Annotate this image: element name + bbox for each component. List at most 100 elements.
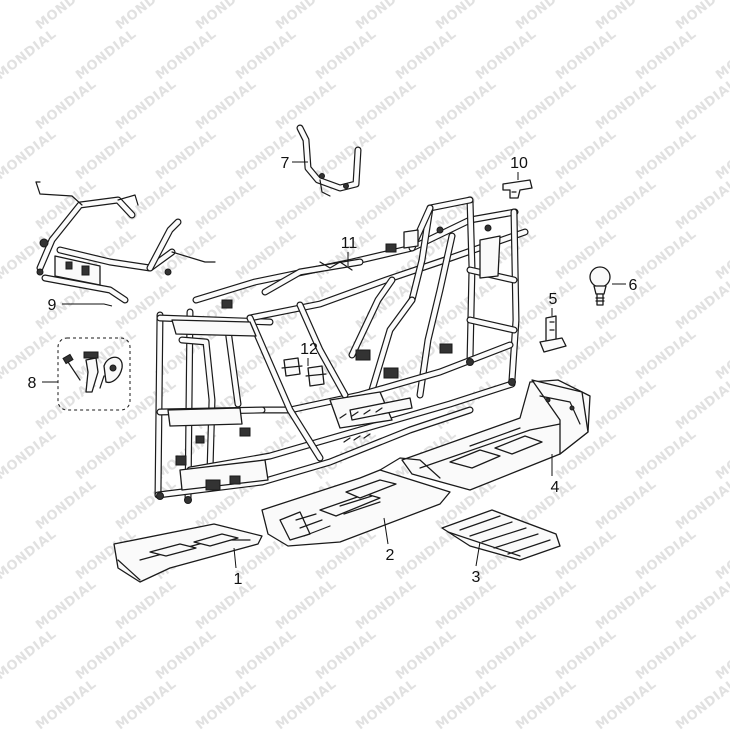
watermark-text: MONDIAL	[313, 27, 379, 83]
watermark-text: MONDIAL	[193, 77, 259, 133]
callout-1: 1	[234, 571, 243, 588]
watermark-text: MONDIAL	[633, 527, 699, 583]
part-4-rear-skid-plate	[401, 379, 591, 491]
watermark-text: MONDIAL	[233, 27, 299, 83]
watermark-text: MONDIAL	[353, 577, 419, 633]
watermark-text: MONDIAL	[193, 177, 259, 233]
watermark-text: MONDIAL	[593, 377, 659, 433]
watermark-text: MONDIAL	[153, 627, 219, 683]
watermark-text: MONDIAL	[633, 627, 699, 683]
part-1-front-skid-plate	[113, 523, 263, 583]
watermark-text: MONDIAL	[473, 27, 539, 83]
watermark-text: MONDIAL	[353, 0, 419, 33]
watermark-text: MONDIAL	[113, 677, 179, 730]
watermark-text: MONDIAL	[713, 127, 730, 183]
watermark-text: MONDIAL	[113, 0, 179, 33]
watermark-text: MONDIAL	[153, 127, 219, 183]
watermark-text: MONDIAL	[553, 127, 619, 183]
watermark-text: MONDIAL	[673, 277, 730, 333]
watermark-text: MONDIAL	[393, 627, 459, 683]
callout-12: 12	[300, 341, 318, 358]
callout-3: 3	[472, 569, 481, 586]
watermark-text: MONDIAL	[593, 477, 659, 533]
leader-1	[233, 547, 237, 569]
callout-labels: 1 2 3 4 5 6 7 8 9 10 11 12	[28, 155, 638, 588]
watermark-text: MONDIAL	[713, 27, 730, 83]
watermark-text: MONDIAL	[353, 677, 419, 730]
watermark-text: MONDIAL	[113, 77, 179, 133]
watermark-text: MONDIAL	[633, 227, 699, 283]
part-2-center-skid-plate	[261, 457, 451, 547]
part-3-side-skid-plate	[441, 509, 561, 561]
callout-7: 7	[281, 155, 290, 172]
callout-10: 10	[510, 155, 528, 172]
watermark-text: MONDIAL	[0, 627, 59, 683]
watermark-text: MONDIAL	[353, 177, 419, 233]
watermark-text: MONDIAL	[0, 27, 59, 83]
watermark-text: MONDIAL	[633, 327, 699, 383]
watermark-text: MONDIAL	[393, 27, 459, 83]
watermark-text: MONDIAL	[153, 27, 219, 83]
watermark-text: MONDIAL	[673, 0, 730, 33]
watermark-text: MONDIAL	[233, 127, 299, 183]
watermark-text: MONDIAL	[553, 327, 619, 383]
watermark-text: MONDIAL	[233, 627, 299, 683]
part-9-front-rack	[35, 181, 216, 304]
leader-3	[475, 541, 481, 567]
watermark-text: MONDIAL	[713, 527, 730, 583]
watermark-text: MONDIAL	[73, 427, 139, 483]
callout-4: 4	[551, 479, 560, 496]
watermark-text: MONDIAL	[713, 627, 730, 683]
watermark-text: MONDIAL	[593, 0, 659, 33]
part-12-fastener-set	[281, 357, 327, 387]
watermark-text: MONDIAL	[673, 677, 730, 730]
watermark-text: MONDIAL	[513, 77, 579, 133]
callout-9: 9	[48, 297, 57, 314]
callout-5: 5	[549, 291, 558, 308]
watermark-text: MONDIAL	[673, 377, 730, 433]
watermark-text: MONDIAL	[553, 627, 619, 683]
watermark-text: MONDIAL	[33, 0, 99, 33]
watermark-text: MONDIAL	[33, 77, 99, 133]
watermark-text: MONDIAL	[33, 477, 99, 533]
watermark-text: MONDIAL	[633, 27, 699, 83]
watermark-text: MONDIAL	[593, 677, 659, 730]
watermark-text: MONDIAL	[433, 0, 499, 33]
watermark-text: MONDIAL	[593, 577, 659, 633]
leader-lines	[42, 161, 626, 569]
watermark-text: MONDIAL	[273, 677, 339, 730]
watermark-text: MONDIAL	[73, 27, 139, 83]
watermark-text: MONDIAL	[553, 27, 619, 83]
watermark-text: MONDIAL	[353, 77, 419, 133]
watermark-text: MONDIAL	[113, 577, 179, 633]
watermark-text: MONDIAL	[433, 677, 499, 730]
watermark-text: MONDIAL	[713, 327, 730, 383]
part-8-hardware-inset	[57, 337, 131, 411]
watermark-text: MONDIAL	[673, 177, 730, 233]
watermark-text: MONDIAL	[713, 427, 730, 483]
leader-2	[383, 517, 389, 545]
watermark-text: MONDIAL	[73, 127, 139, 183]
part-10-mount-bracket	[502, 179, 533, 199]
watermark-text: MONDIAL	[113, 477, 179, 533]
leader-9	[62, 303, 113, 307]
watermark-text: MONDIAL	[633, 127, 699, 183]
watermark-text: MONDIAL	[553, 527, 619, 583]
watermark-text: MONDIAL	[673, 77, 730, 133]
part-11-main-frame	[154, 196, 529, 504]
watermark-text: MONDIAL	[33, 677, 99, 730]
watermark-text: MONDIAL	[193, 0, 259, 33]
watermark-text: MONDIAL	[473, 127, 539, 183]
watermark-text: MONDIAL	[313, 627, 379, 683]
watermark-text: MONDIAL	[0, 527, 59, 583]
watermark-text: MONDIAL	[393, 527, 459, 583]
watermark-text: MONDIAL	[713, 227, 730, 283]
watermark-text: MONDIAL	[273, 577, 339, 633]
part-7-rear-grab-bracket	[296, 124, 362, 197]
watermark-text: MONDIAL	[0, 227, 59, 283]
watermark-text: MONDIAL	[33, 577, 99, 633]
watermark-text: MONDIAL	[113, 277, 179, 333]
watermark-text: MONDIAL	[593, 177, 659, 233]
watermark-text: MONDIAL	[513, 0, 579, 33]
